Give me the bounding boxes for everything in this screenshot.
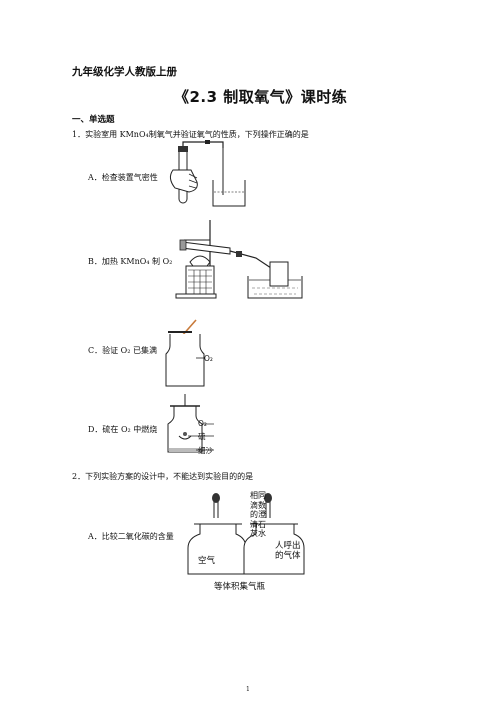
q2-caption: 等体积集气瓶 xyxy=(214,582,266,592)
q1-option-d: D．硫在 O₂ 中燃烧 xyxy=(88,425,158,434)
q1-c-figure xyxy=(165,319,205,387)
q2-drop-line: 相同 xyxy=(250,491,266,500)
page-title: 《2.3 制取氧气》课时练 xyxy=(174,88,348,106)
q2-right-bottle-label: 人呼出 的气体 xyxy=(275,541,301,561)
q1-option-c: C．验证 O₂ 已集满 xyxy=(88,346,157,355)
q1-c-gas-label: O₂ xyxy=(204,354,213,363)
q2-drop-line: 的澄 xyxy=(250,510,266,519)
q2-right-label-line: 的气体 xyxy=(275,551,301,561)
q2-a-figure xyxy=(187,493,305,575)
q1-b-figure xyxy=(175,220,303,299)
q2-drop-label: 相同 滴数 的澄 清石 灰水 xyxy=(250,491,274,539)
grade-heading: 九年级化学人教版上册 xyxy=(72,66,177,78)
q2-drop-line: 灰水 xyxy=(250,529,266,538)
q2-option-a: A．比较二氧化碳的含量 xyxy=(88,532,174,541)
q2-drop-line: 清石 xyxy=(250,519,266,529)
question-1-stem: 1．实验室用 KMnO₄制氧气并验证氧气的性质，下列操作正确的是 xyxy=(72,130,309,139)
q1-d-sand-label: 细沙 xyxy=(198,446,213,455)
q1-d-gas-label: O₂ xyxy=(198,419,207,428)
q2-right-label-line: 人呼出 xyxy=(275,541,301,551)
q2-drop-line: 滴数 xyxy=(250,500,266,510)
section-heading: 一、单选题 xyxy=(72,115,115,125)
q1-option-a: A．检查装置气密性 xyxy=(88,173,158,182)
q1-option-b: B．加热 KMnO₄ 制 O₂ xyxy=(88,257,173,266)
q1-d-sulfur-label: 硫 xyxy=(198,432,206,441)
page-number: 1 xyxy=(246,686,250,693)
question-2-stem: 2．下列实验方案的设计中，不能达到实验目的的是 xyxy=(72,472,254,481)
q1-a-figure xyxy=(169,140,246,207)
q1-d-figure xyxy=(167,394,214,453)
q2-left-bottle-label: 空气 xyxy=(198,556,216,566)
